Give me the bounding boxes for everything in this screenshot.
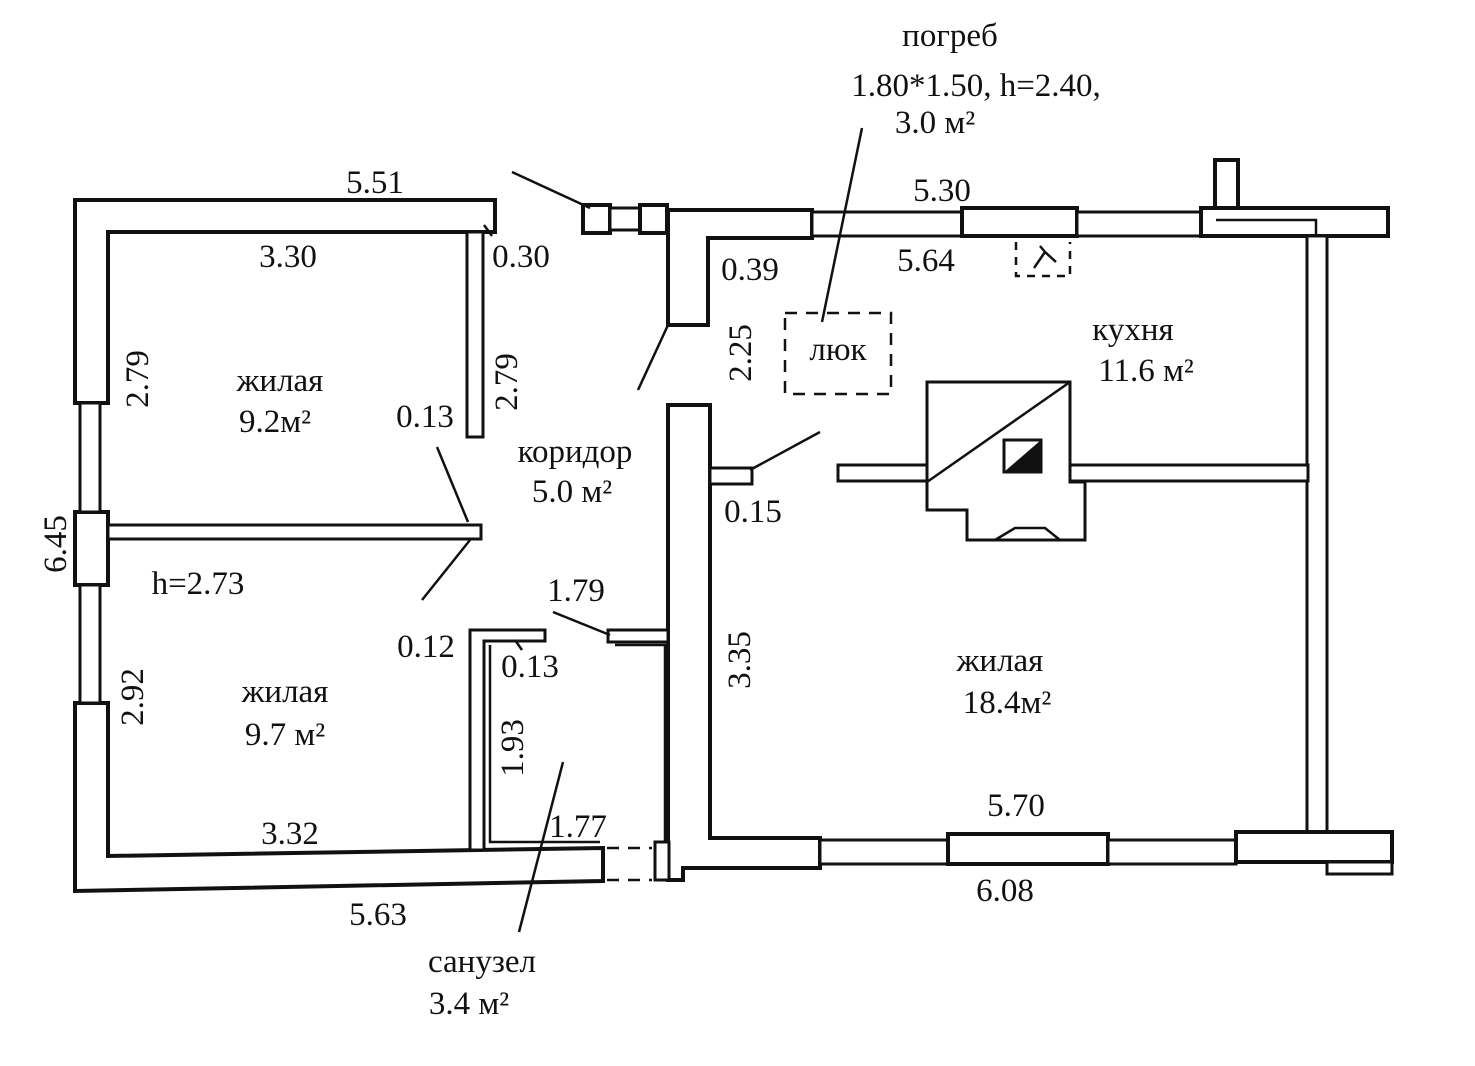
right-block-walls (810, 158, 1394, 876)
cellar-annotation: погреб 1.80*1.50, h=2.40, 3.0 м² (851, 18, 1101, 141)
room-kitchen-name: кухня (1092, 312, 1173, 348)
room-living-top-area: 9.2м² (239, 404, 311, 440)
dim-partition-0-12: 0.12 (397, 629, 455, 665)
dim-wall-0-15: 0.15 (724, 494, 782, 530)
dim-center-3-35: 3.35 (722, 631, 758, 689)
dim-left-upper-side: 2.79 (120, 350, 156, 408)
dim-bath-width: 1.77 (549, 809, 607, 845)
leader-lines (421, 127, 864, 933)
dim-top-right-outer: 5.30 (913, 173, 971, 209)
room-living-top-name: жилая (236, 363, 324, 399)
dim-bottom-left-outer: 5.63 (349, 897, 407, 933)
cellar-hatch: люк (783, 311, 893, 396)
dim-bath-depth: 1.93 (495, 719, 531, 777)
dim-bottom-right-inner: 5.70 (987, 788, 1045, 824)
dim-top-left-outer: 5.51 (346, 165, 404, 201)
dim-wall-0-39: 0.39 (721, 252, 779, 288)
room-labels: жилая 9.2м² жилая 9.7 м² коридор 5.0 м² … (152, 312, 1194, 1022)
dimension-labels: 5.51 3.30 0.30 0.13 0.12 0.13 3.32 5.63 … (259, 165, 1045, 933)
room-living-large-name: жилая (956, 643, 1044, 679)
cellar-title: погреб (902, 18, 998, 54)
dim-corridor-1-79: 1.79 (547, 573, 605, 609)
dim-top-right-inner: 5.64 (897, 243, 955, 279)
dim-partition-0-13-a: 0.13 (396, 399, 454, 435)
hatch-label: люк (809, 332, 867, 368)
dim-bottom-right-outer: 6.08 (976, 873, 1034, 909)
dim-overall-height: 6.45 (38, 515, 74, 573)
middle-block-walls (581, 203, 822, 882)
cellar-size: 1.80*1.50, h=2.40, (851, 68, 1101, 104)
dim-top-left-inner: 3.30 (259, 239, 317, 275)
room-bathroom-area: 3.4 м² (429, 986, 509, 1022)
dim-left-lower-side: 2.92 (115, 668, 151, 726)
room-corridor-area: 5.0 м² (532, 474, 612, 510)
ceiling-height: h=2.73 (152, 566, 245, 602)
dim-wall-0-30: 0.30 (492, 239, 550, 275)
vertical-dimension-labels: 2.79 2.79 6.45 2.92 1.93 2.25 3.35 (38, 324, 759, 777)
room-living-large-area: 18.4м² (963, 685, 1052, 721)
dim-partition-0-13-b: 0.13 (501, 649, 559, 685)
dim-corridor-2-25: 2.25 (723, 324, 759, 382)
room-living-bottom-name: жилая (241, 674, 329, 710)
dim-partition-upper-side: 2.79 (489, 353, 525, 411)
room-corridor-name: коридор (518, 434, 633, 470)
room-bathroom-name: санузел (428, 944, 536, 980)
left-block-walls (73, 198, 605, 894)
cellar-area: 3.0 м² (895, 105, 975, 141)
room-living-bottom-area: 9.7 м² (245, 717, 325, 753)
dim-bottom-left-inner: 3.32 (261, 816, 319, 852)
room-kitchen-area: 11.6 м² (1098, 353, 1194, 389)
